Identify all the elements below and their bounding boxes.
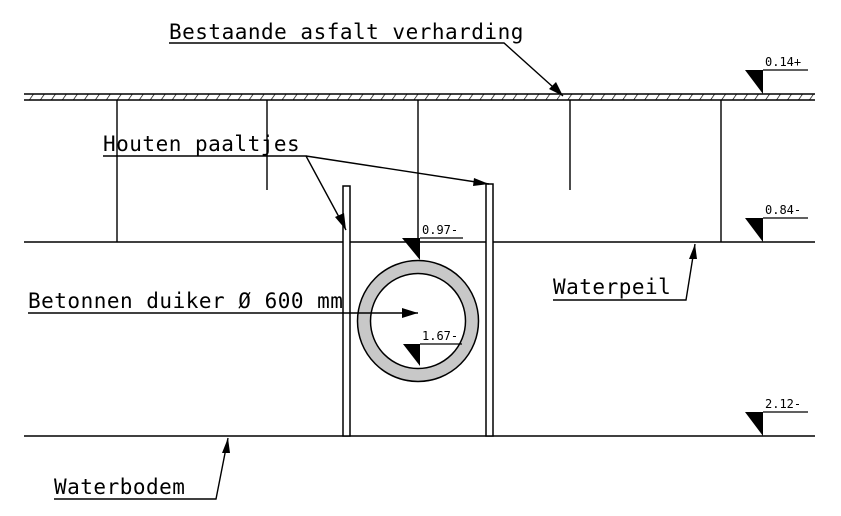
svg-text:Betonnen duiker Ø 600 mm: Betonnen duiker Ø 600 mm xyxy=(28,289,343,313)
label-culvert: Betonnen duiker Ø 600 mm xyxy=(28,289,418,318)
svg-text:Waterpeil: Waterpeil xyxy=(553,275,671,299)
asphalt-layer xyxy=(24,93,815,101)
svg-text:0.14+: 0.14+ xyxy=(765,55,801,69)
svg-text:0.97-: 0.97- xyxy=(422,223,458,237)
svg-text:Waterbodem: Waterbodem xyxy=(54,475,185,499)
level-marker-culvert-top: 0.97- xyxy=(402,223,463,260)
concrete-culvert xyxy=(356,259,480,383)
level-marker-road: 0.14+ xyxy=(745,55,808,94)
svg-text:2.12-: 2.12- xyxy=(765,397,801,411)
label-waterbottom: Waterbodem xyxy=(54,437,230,500)
wooden-post-right xyxy=(485,183,494,437)
svg-text:Bestaande asfalt verharding: Bestaande asfalt verharding xyxy=(169,20,524,44)
svg-text:1.67-: 1.67- xyxy=(422,329,458,343)
label-asphalt: Bestaande asfalt verharding xyxy=(169,20,564,97)
level-marker-culvert-inside: 1.67- xyxy=(403,329,462,366)
svg-text:0.84-: 0.84- xyxy=(765,203,801,217)
vertical-lines xyxy=(116,100,722,242)
label-waterlevel: Waterpeil xyxy=(553,243,697,301)
svg-text:Houten paaltjes: Houten paaltjes xyxy=(103,132,300,156)
level-marker-water: 0.84- xyxy=(745,203,808,242)
label-posts: Houten paaltjes xyxy=(103,132,490,231)
level-marker-bottom: 2.12- xyxy=(745,397,808,436)
wooden-post-left xyxy=(342,185,351,437)
